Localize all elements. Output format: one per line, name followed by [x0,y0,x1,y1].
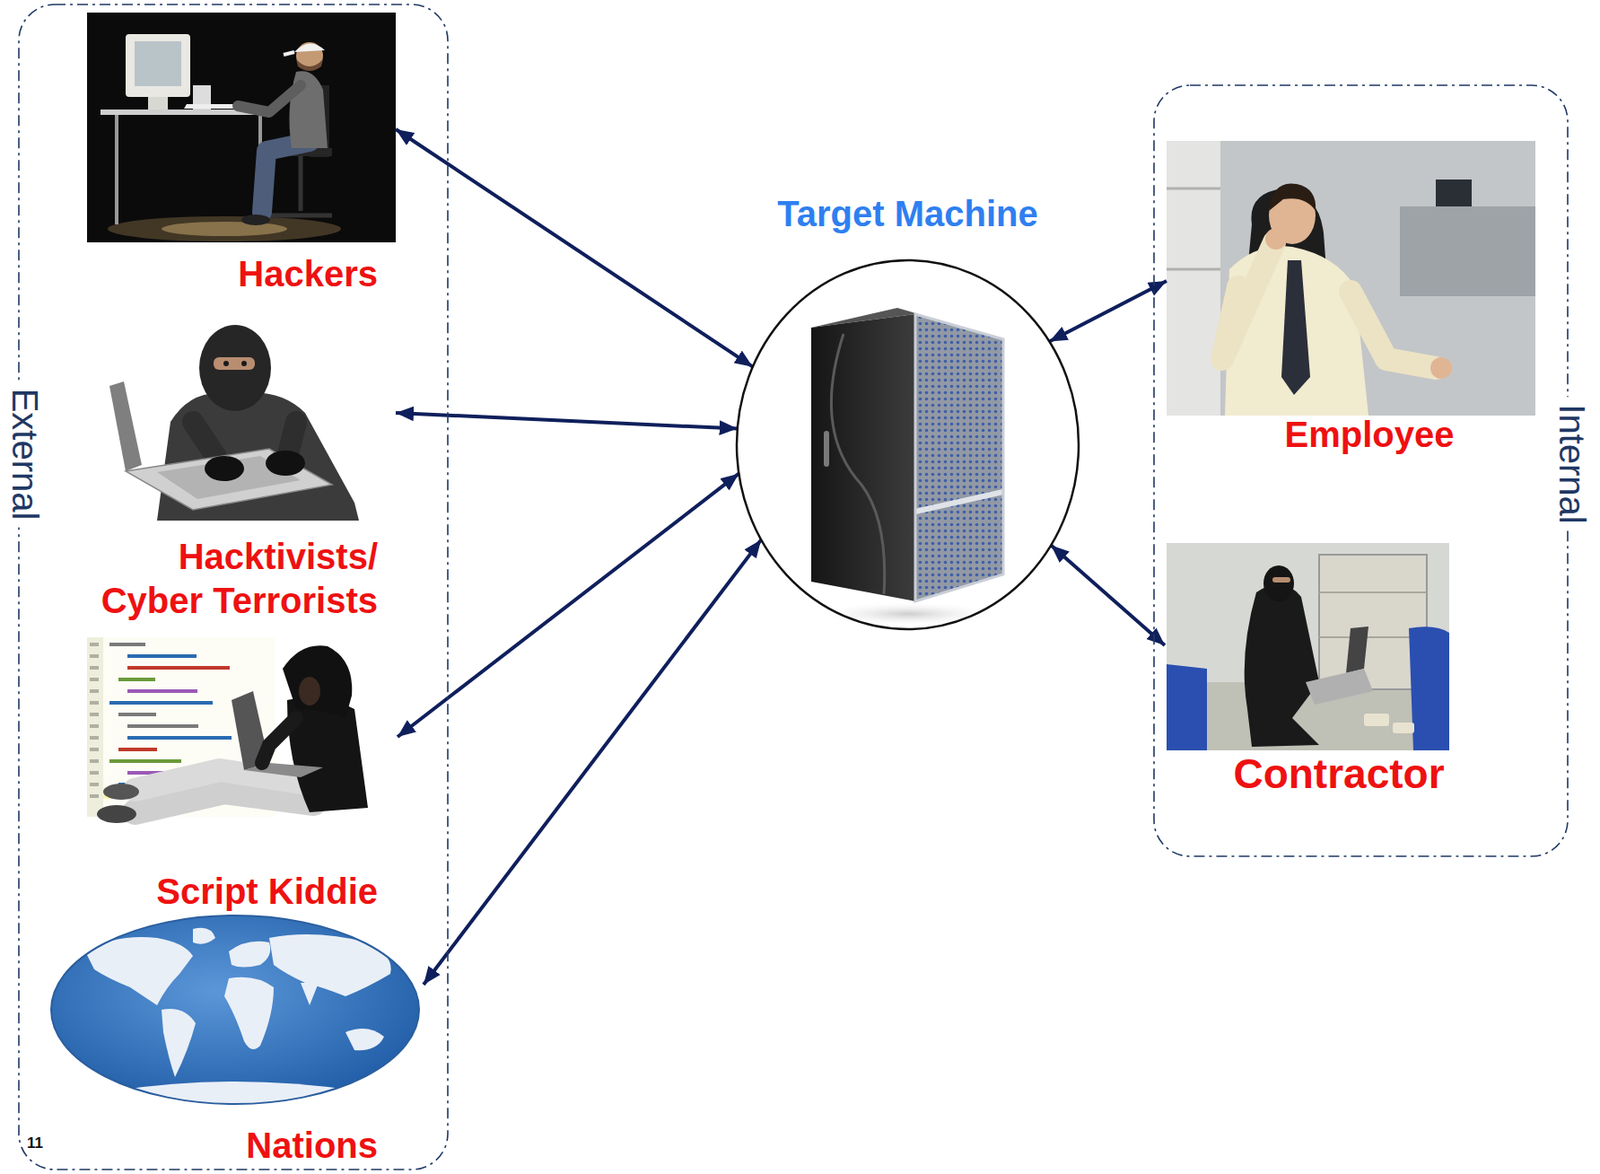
script-kiddie-photo [87,637,368,823]
actor-node: Hacktivists/ Cyber Terrorists [80,315,396,629]
connector-arrow [395,129,753,368]
page-number: 11 [26,1134,44,1153]
world-globe [51,915,420,1113]
group-label: Internal [1551,396,1592,531]
actor-label: Hacktivists/ Cyber Terrorists [80,534,378,623]
actor-node: Nations [44,913,424,1169]
actor-node: Employee [1166,134,1553,458]
actor-label: Hackers [87,251,378,297]
actor-node: Contractor [1164,536,1526,799]
server-tower [811,307,1004,627]
actor-node: Script Kiddie [87,628,398,916]
hacktivist-photo [109,324,359,521]
employee-photo [1166,140,1536,416]
actor-label: Contractor [1204,750,1474,797]
group-outline [1153,84,1569,857]
target-circle: Target Machine [734,258,1081,631]
hacker-photo [87,12,396,243]
connector-arrow [395,412,738,429]
target-label: Target Machine [708,192,1108,236]
group-label: External [5,381,45,528]
actor-label: Employee [1193,414,1546,455]
connector-arrow [423,539,761,985]
internal-group: InternalEmployeeContractor [1153,84,1569,857]
actor-node: Hackers [87,12,396,297]
connector-arrow [1049,280,1167,342]
connector-arrow [397,473,739,737]
actor-label: Nations [44,1122,378,1168]
actor-label: Script Kiddie [87,868,378,914]
contractor-photo [1166,542,1450,751]
connector-arrow [1050,544,1165,646]
circle-outline [734,258,1081,631]
external-group: ExternalHackersHacktivists/ Cyber Terror… [17,3,449,1171]
